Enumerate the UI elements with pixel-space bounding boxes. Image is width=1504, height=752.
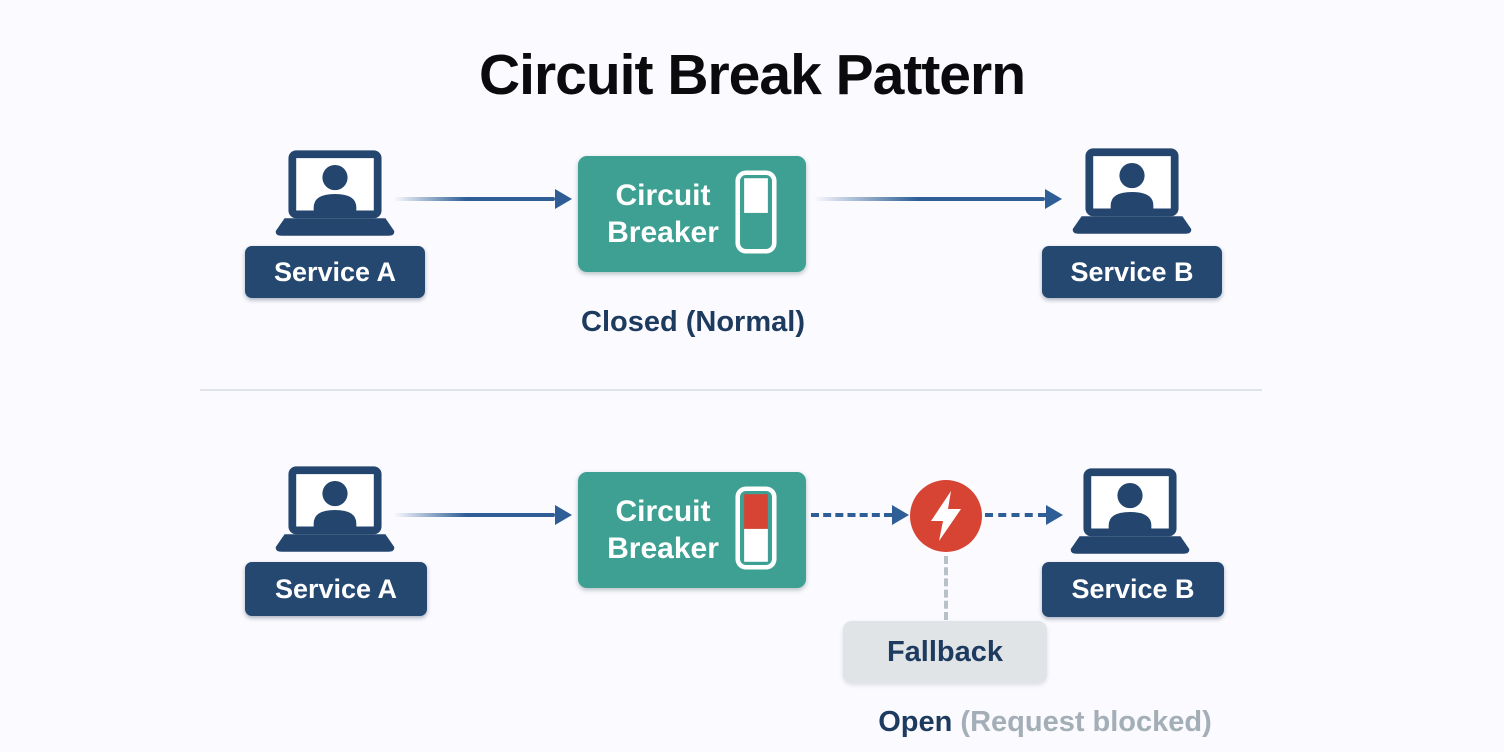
circuit-breaker-open-box: Circuit Breaker [578, 472, 806, 588]
breaker-label-line2: Breaker [607, 216, 719, 249]
arrowhead-icon [892, 505, 909, 525]
arrowhead-icon [555, 189, 572, 209]
service-b-badge-top: Service B [1042, 246, 1222, 298]
open-state-note-text: (Request blocked) [960, 706, 1212, 738]
arrow-line [394, 197, 555, 201]
lightning-bolt-icon [910, 480, 982, 552]
arrow-a-to-breaker-top [394, 189, 572, 209]
arrowhead-icon [1045, 189, 1062, 209]
arrow-a-to-breaker-bottom [394, 505, 572, 525]
dashed-connector-to-fallback [944, 556, 948, 620]
open-state-primary: Open [878, 706, 953, 738]
dashed-arrow-line [985, 513, 1046, 517]
laptop-user-icon [271, 466, 399, 561]
section-divider [200, 389, 1262, 391]
dashed-arrow-error-to-b [985, 505, 1063, 525]
circuit-breaker-label: Circuit Breaker [607, 177, 719, 251]
laptop-user-icon [1068, 148, 1196, 243]
arrow-line [394, 513, 555, 517]
service-a-badge-bottom: Service A [245, 562, 427, 616]
fallback-label: Fallback [886, 635, 1004, 668]
arrow-breaker-to-b-top [814, 189, 1062, 209]
diagram-title: Circuit Break Pattern [478, 43, 1026, 107]
closed-state-label: Closed (Normal) [581, 306, 805, 338]
dashed-arrow-line [811, 513, 892, 517]
breaker-label-line2: Breaker [607, 532, 719, 565]
toggle-switch-tripped-icon [735, 485, 777, 576]
open-state-label: Open (Request blocked) [845, 706, 1245, 739]
service-b-badge-bottom: Service B [1042, 562, 1224, 617]
arrowhead-icon [1046, 505, 1063, 525]
service-a-label-top: Service A [273, 256, 397, 287]
laptop-user-icon [1066, 468, 1194, 563]
service-b-label-bottom: Service B [1071, 574, 1195, 604]
dashed-arrow-breaker-to-error [811, 505, 909, 525]
service-a-badge-top: Service A [245, 246, 425, 298]
circuit-breaker-label: Circuit Breaker [607, 493, 719, 567]
arrowhead-icon [555, 505, 572, 525]
arrow-line [814, 197, 1045, 201]
fallback-box: Fallback [843, 621, 1047, 683]
laptop-user-icon [271, 150, 399, 245]
breaker-label-line1: Circuit [615, 495, 711, 528]
service-b-label-top: Service B [1070, 256, 1194, 287]
circuit-breaker-closed-box: Circuit Breaker [578, 156, 806, 272]
open-state-note: (Request blocked) [960, 706, 1211, 738]
toggle-switch-icon [735, 169, 777, 260]
service-a-label-bottom: Service A [274, 573, 398, 604]
breaker-label-line1: Circuit [615, 179, 711, 212]
